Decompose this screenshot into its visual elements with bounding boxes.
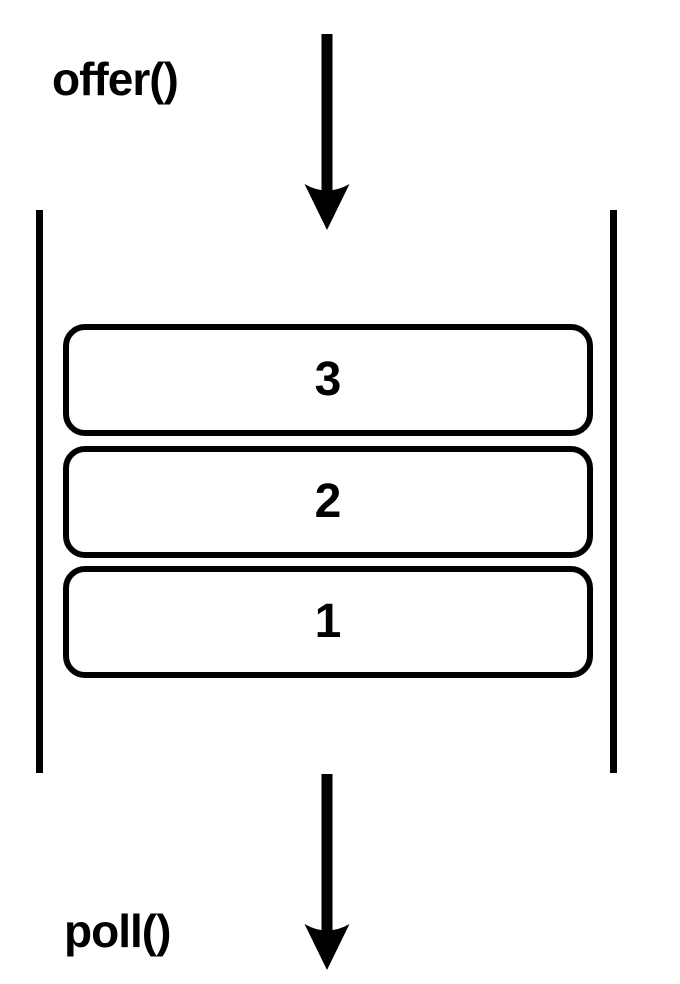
queue-item: 3 bbox=[63, 324, 593, 436]
arrow-head bbox=[304, 924, 350, 970]
offer-label: offer() bbox=[52, 53, 179, 105]
queue-item-value: 3 bbox=[314, 353, 342, 406]
arrow-shaft bbox=[321, 34, 333, 194]
offer-down-arrow-icon bbox=[304, 34, 350, 230]
queue-item-value: 2 bbox=[314, 475, 342, 528]
poll-label: poll() bbox=[64, 905, 171, 957]
queue-item: 2 bbox=[63, 446, 593, 558]
arrow-shaft bbox=[321, 774, 333, 934]
queue-item-value: 1 bbox=[314, 595, 342, 648]
poll-down-arrow-icon bbox=[304, 774, 350, 970]
arrow-head bbox=[304, 184, 350, 230]
queue-right-wall bbox=[610, 210, 617, 773]
queue-item: 1 bbox=[63, 566, 593, 678]
queue-left-wall bbox=[36, 210, 43, 773]
